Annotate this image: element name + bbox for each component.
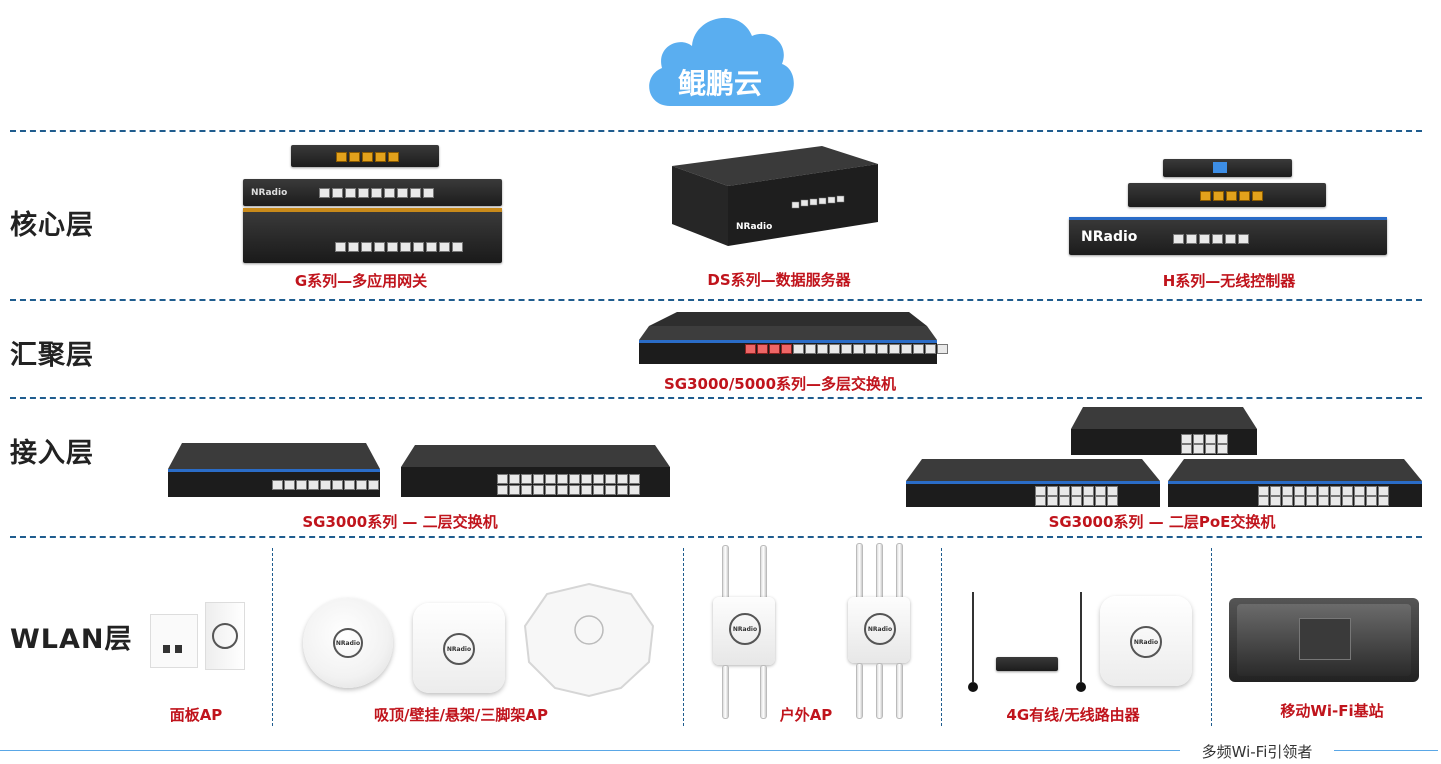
brand-logo: NRadio: [1081, 229, 1138, 245]
footer-line-left: [0, 750, 1180, 751]
divider-3: [10, 397, 1422, 399]
caption-mobile-base: 移动Wi-Fi基站: [1280, 702, 1384, 720]
brand-logo: NRadio: [864, 613, 896, 645]
footer-line-right: [1334, 750, 1438, 751]
wlan-separator-4: [1211, 548, 1212, 726]
wlan-separator-3: [941, 548, 942, 726]
caption-g-series: G系列—多应用网关: [294, 272, 428, 290]
layer-label-aggregation: 汇聚层: [10, 340, 94, 371]
caption-sg-multilayer: SG3000/5000系列—多层交换机: [663, 375, 897, 393]
layer-label-access: 接入层: [10, 438, 94, 469]
caption-router-4g: 4G有线/无线路由器: [1006, 706, 1140, 724]
layer-label-core: 核心层: [10, 210, 94, 241]
wlan-separator-2: [683, 548, 684, 726]
divider-4: [10, 536, 1422, 538]
caption-ceiling-ap: 吸顶/壁挂/悬架/三脚架AP: [373, 706, 549, 724]
divider-1: [10, 130, 1422, 132]
caption-panel-ap: 面板AP: [169, 706, 223, 724]
footer-slogan: 多频Wi-Fi引领者: [1201, 743, 1313, 761]
caption-outdoor-ap: 户外AP: [779, 706, 833, 724]
divider-2: [10, 299, 1422, 301]
brand-logo: NRadio: [1130, 626, 1162, 658]
brand-logo: NRadio: [443, 633, 475, 665]
caption-h-series: H系列—无线控制器: [1162, 272, 1296, 290]
caption-sg-l2-poe: SG3000系列 — 二层PoE交换机: [1048, 513, 1276, 531]
brand-logo: NRadio: [736, 222, 773, 232]
layer-label-wlan: WLAN层: [10, 624, 133, 655]
brand-logo: NRadio: [333, 628, 363, 658]
cloud-label: 鲲鹏云: [677, 67, 763, 100]
brand-logo: NRadio: [251, 188, 288, 198]
brand-logo: NRadio: [729, 613, 761, 645]
cloud-icon: [649, 17, 794, 107]
caption-sg-l2: SG3000系列 — 二层交换机: [302, 513, 498, 531]
caption-ds-series: DS系列—数据服务器: [707, 271, 851, 289]
wlan-separator-1: [272, 548, 273, 726]
